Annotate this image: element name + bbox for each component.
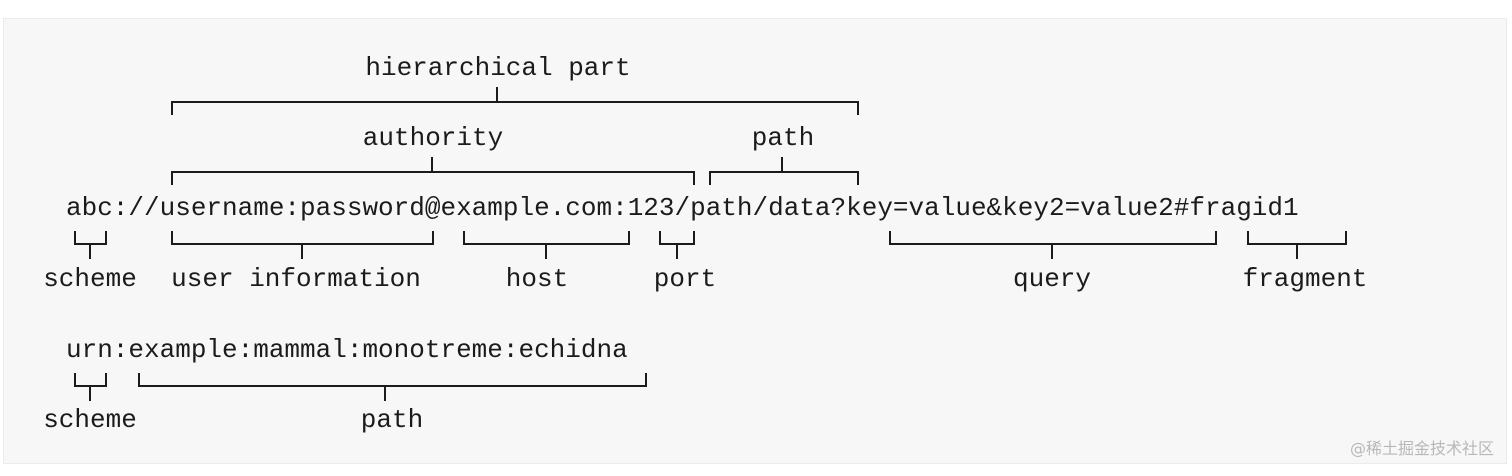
bracket-tick-user-information (301, 245, 303, 259)
bracket-user-information (171, 231, 434, 245)
bracket-path-top (709, 171, 859, 185)
bracket-tick-host (545, 245, 547, 259)
uri-example-2: urn:example:mammal:monotreme:echidna (66, 335, 628, 365)
bracket-tick-port (676, 245, 678, 259)
label-scheme-1: scheme (43, 264, 137, 294)
label-host: host (505, 264, 569, 294)
label-query: query (1012, 264, 1092, 294)
bracket-tick-scheme-2 (89, 387, 91, 401)
label-path-2: path (360, 405, 424, 435)
bracket-scheme-2 (74, 373, 107, 387)
label-scheme-2: scheme (43, 405, 137, 435)
bracket-tick-fragment (1296, 245, 1298, 259)
bracket-tick-hierarchical-part (496, 87, 498, 101)
bracket-hierarchical-part (171, 101, 859, 115)
label-port: port (653, 264, 717, 294)
bracket-query (889, 231, 1217, 245)
label-path-top: path (751, 123, 815, 153)
bracket-path-2 (138, 373, 647, 387)
label-user-information: user information (171, 264, 421, 294)
bracket-port (659, 231, 695, 245)
bracket-authority (171, 171, 695, 185)
bracket-fragment (1247, 231, 1347, 245)
bracket-tick-authority (431, 157, 433, 171)
bracket-host (463, 231, 630, 245)
bracket-tick-path-2 (384, 387, 386, 401)
label-fragment: fragment (1242, 264, 1368, 294)
bracket-tick-path-top (781, 157, 783, 171)
diagram-panel: hierarchical part authority path abc://u… (3, 18, 1507, 464)
uri-example-1: abc://username:password@example.com:123/… (66, 193, 1299, 223)
label-authority: authority (362, 123, 504, 153)
watermark: @稀土掘金技术社区 (1349, 439, 1494, 458)
label-hierarchical-part: hierarchical part (365, 53, 631, 83)
bracket-tick-query (1051, 245, 1053, 259)
bracket-scheme-1 (74, 231, 107, 245)
bracket-tick-scheme-1 (89, 245, 91, 259)
